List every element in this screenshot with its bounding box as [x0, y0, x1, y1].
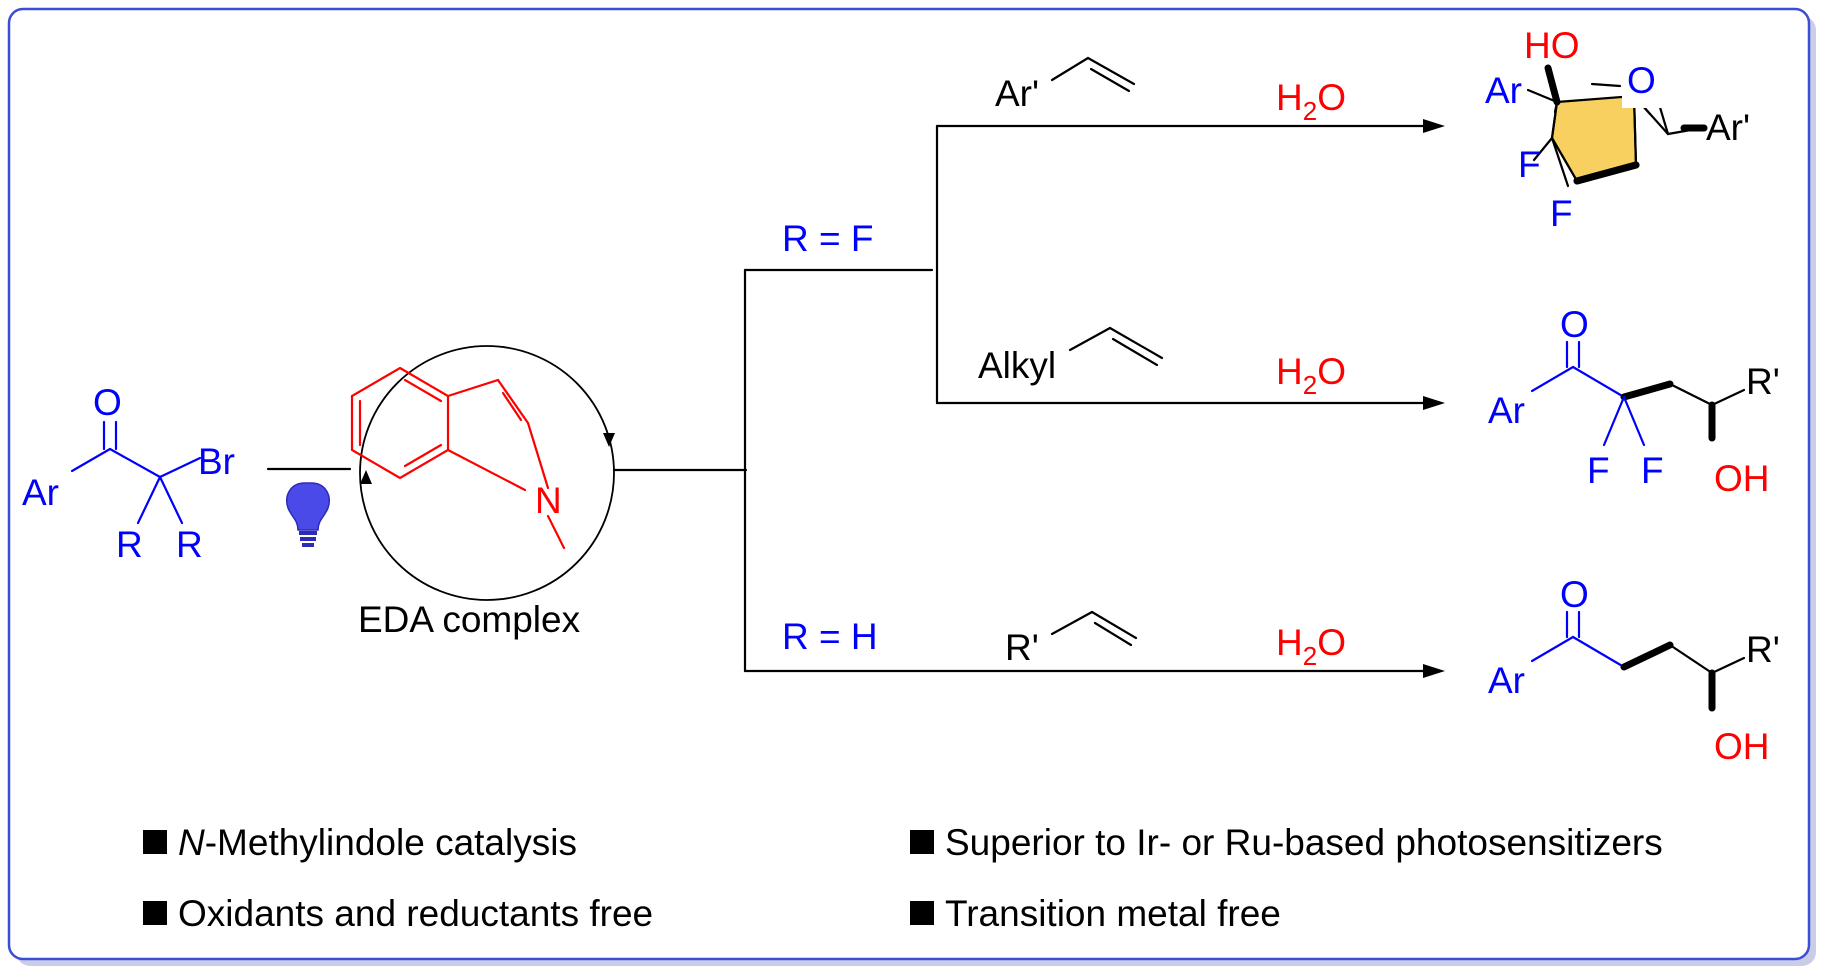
product-1-ar-prime: Ar'	[1706, 107, 1750, 148]
branch-lines	[612, 119, 1445, 678]
product-1-structure: O HO Ar Ar' F F	[1485, 25, 1750, 234]
product-1-ar: Ar	[1485, 70, 1522, 111]
product-1-f2: F	[1550, 193, 1573, 234]
reagent-alkyl: Alkyl	[978, 345, 1056, 386]
reagent-r-alkene: R'	[1005, 610, 1138, 668]
product-3-r-prime: R'	[1746, 629, 1780, 670]
feature-list: N-Methylindole catalysis Oxidants and re…	[143, 822, 1663, 934]
feature-2: Oxidants and reductants free	[178, 893, 653, 934]
product-2-o: O	[1560, 304, 1589, 345]
reagent-r-prime: R'	[1005, 627, 1039, 668]
n-methylindole-structure: N	[350, 366, 566, 550]
bullet-square-icon	[910, 901, 934, 925]
product-1-f1: F	[1518, 144, 1541, 185]
water-label-1: H2O	[1276, 77, 1346, 126]
product-3-structure: O Ar R' OH	[1488, 574, 1780, 767]
reagent-ar-prime: Ar'	[995, 73, 1039, 114]
indole-n: N	[535, 480, 562, 521]
water-label-3: H2O	[1276, 622, 1346, 671]
product-2-ar: Ar	[1488, 390, 1525, 431]
product-2-r-prime: R'	[1746, 361, 1780, 402]
product-3-o: O	[1560, 574, 1589, 615]
reactant-structure: O Ar Br R R	[22, 382, 235, 565]
feature-3: Superior to Ir- or Ru-based photosensiti…	[945, 822, 1663, 863]
bullet-square-icon	[143, 901, 167, 925]
product-1-ring-o: O	[1627, 60, 1656, 101]
product-3-oh: OH	[1714, 726, 1770, 767]
reactant-br: Br	[198, 441, 235, 482]
bullet-square-icon	[143, 830, 167, 854]
water-label-2: H2O	[1276, 351, 1346, 400]
reagent-aryl-alkene: Ar'	[995, 56, 1136, 114]
product-2-oh: OH	[1714, 458, 1770, 499]
reactant-r2: R	[176, 524, 203, 565]
feature-1: N-Methylindole catalysis	[178, 822, 577, 863]
product-2-structure: O Ar R' F F OH	[1488, 304, 1780, 499]
branch-r-equals-h: R = H	[782, 616, 878, 657]
light-bulb-icon	[286, 482, 330, 547]
product-3-ar: Ar	[1488, 660, 1525, 701]
product-1-ho: HO	[1524, 25, 1580, 66]
eda-complex-label: EDA complex	[358, 599, 581, 640]
product-2-f2: F	[1641, 450, 1664, 491]
bullet-square-icon	[910, 830, 934, 854]
branch-r-equals-f: R = F	[782, 218, 874, 259]
frame	[7, 7, 1811, 961]
reactant-o: O	[93, 382, 122, 423]
reactant-ar: Ar	[22, 472, 59, 513]
reactant-r1: R	[116, 524, 143, 565]
catalytic-cycle	[359, 345, 615, 601]
feature-4: Transition metal free	[945, 893, 1281, 934]
reagent-alkyl-alkene: Alkyl	[978, 326, 1164, 386]
product-2-f1: F	[1587, 450, 1610, 491]
